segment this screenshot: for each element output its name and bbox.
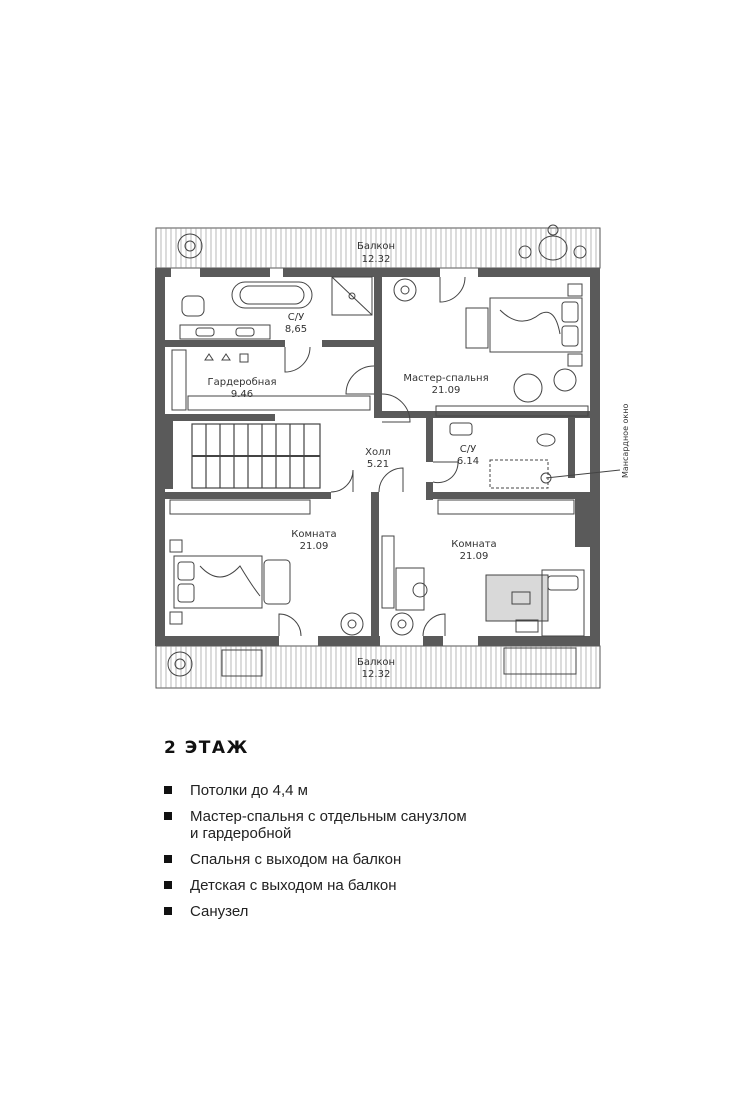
room-area: 8,65 bbox=[285, 324, 307, 335]
room-area: 5.21 bbox=[367, 459, 389, 470]
outer-walls bbox=[155, 268, 600, 646]
balcony-top-deck bbox=[155, 227, 601, 269]
bullet-icon bbox=[164, 881, 172, 889]
feature-text: Мастер-спальня с отдельным санузлом bbox=[190, 808, 467, 825]
room-name: Гардеробная bbox=[208, 377, 277, 388]
feature-text: и гардеробной bbox=[190, 825, 292, 842]
bullet-icon bbox=[164, 786, 172, 794]
bullet-icon bbox=[164, 855, 172, 863]
plant-icons bbox=[167, 233, 417, 677]
feature-item: Потолки до 4,4 м bbox=[164, 782, 724, 799]
bath-1-fixtures bbox=[179, 276, 373, 340]
feature-item: Спальня с выходом на балкон bbox=[164, 851, 724, 868]
feature-item: Детская с выходом на балкон bbox=[164, 877, 724, 894]
feature-text: Детская с выходом на балкон bbox=[190, 877, 397, 894]
bath-2-fixtures bbox=[449, 422, 621, 489]
room-name: Мастер-спальня bbox=[403, 373, 488, 384]
doors bbox=[278, 276, 466, 637]
room-area: 21.09 bbox=[432, 385, 461, 396]
room-name: С/У bbox=[460, 444, 476, 455]
interior-walls bbox=[165, 277, 590, 640]
floor-plan: Балкон 12.32 С/У 8,65 Мастер-спальня 21.… bbox=[155, 224, 630, 689]
feature-list: Потолки до 4,4 м Мастер-спальня с отдельн… bbox=[164, 782, 724, 920]
right-room-furniture bbox=[381, 499, 585, 637]
left-room-furniture bbox=[169, 499, 311, 625]
room-name: С/У bbox=[288, 312, 304, 323]
room-area: 21.09 bbox=[300, 541, 329, 552]
floor-title: 2 ЭТАЖ bbox=[164, 738, 249, 758]
room-area: 21.09 bbox=[460, 551, 489, 562]
room-area: 12.32 bbox=[362, 669, 391, 680]
staircase bbox=[191, 423, 321, 489]
feature-item: Санузел bbox=[164, 903, 724, 920]
wardrobe-fixtures bbox=[171, 349, 371, 411]
feature-text: Потолки до 4,4 м bbox=[190, 782, 308, 799]
balcony-bottom-deck bbox=[155, 645, 601, 689]
feature-text: Санузел bbox=[190, 903, 249, 920]
room-name: Балкон bbox=[357, 657, 395, 668]
room-name: Комната bbox=[451, 539, 496, 550]
room-name: Балкон bbox=[357, 241, 395, 252]
skylight-label: Мансардное окно bbox=[621, 404, 630, 478]
balcony-bottom-furniture bbox=[221, 647, 577, 677]
room-area: 6.14 bbox=[457, 456, 479, 467]
room-area: 9.46 bbox=[231, 389, 253, 400]
room-name: Комната bbox=[291, 529, 336, 540]
bullet-icon bbox=[164, 907, 172, 915]
room-name: Холл bbox=[365, 447, 391, 458]
floor-info: 2 ЭТАЖ Потолки до 4,4 м Мастер-спальня с … bbox=[164, 738, 724, 929]
master-bed bbox=[435, 224, 589, 417]
feature-text: Спальня с выходом на балкон bbox=[190, 851, 402, 868]
room-area: 12.32 bbox=[362, 254, 391, 265]
room-labels: Балкон 12.32 С/У 8,65 Мастер-спальня 21.… bbox=[208, 241, 630, 680]
bullet-icon bbox=[164, 812, 172, 820]
